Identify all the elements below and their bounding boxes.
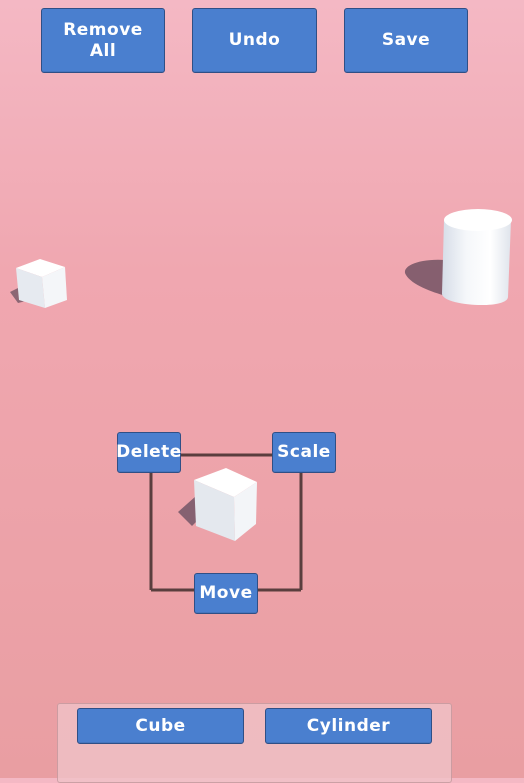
cylinder-shadow xyxy=(404,259,446,296)
scene-cylinder-right[interactable] xyxy=(404,209,512,306)
spawn-cube-button[interactable]: Cube xyxy=(77,708,244,744)
cube-left-face xyxy=(194,480,235,541)
cube-top-face xyxy=(194,468,257,497)
remove-all-button[interactable]: Remove All xyxy=(41,8,165,73)
cylinder-body xyxy=(442,220,511,306)
undo-button[interactable]: Undo xyxy=(192,8,317,73)
cylinder-top xyxy=(444,209,512,231)
remove-all-label-line1: Remove xyxy=(63,19,143,40)
cube-left-face xyxy=(16,268,45,308)
scale-button[interactable]: Scale xyxy=(272,432,336,473)
move-button[interactable]: Move xyxy=(194,573,258,614)
spawn-cylinder-button[interactable]: Cylinder xyxy=(265,708,432,744)
scene-cube-selected[interactable] xyxy=(178,468,257,541)
scene-cube-left[interactable] xyxy=(10,259,67,308)
cube-right-face xyxy=(234,482,257,541)
save-button[interactable]: Save xyxy=(344,8,468,73)
cube-top-face xyxy=(16,259,65,277)
cube-shadow xyxy=(178,496,198,526)
cube-right-face xyxy=(42,267,67,308)
delete-button[interactable]: Delete xyxy=(116,432,181,473)
remove-all-label-line2: All xyxy=(89,40,117,61)
